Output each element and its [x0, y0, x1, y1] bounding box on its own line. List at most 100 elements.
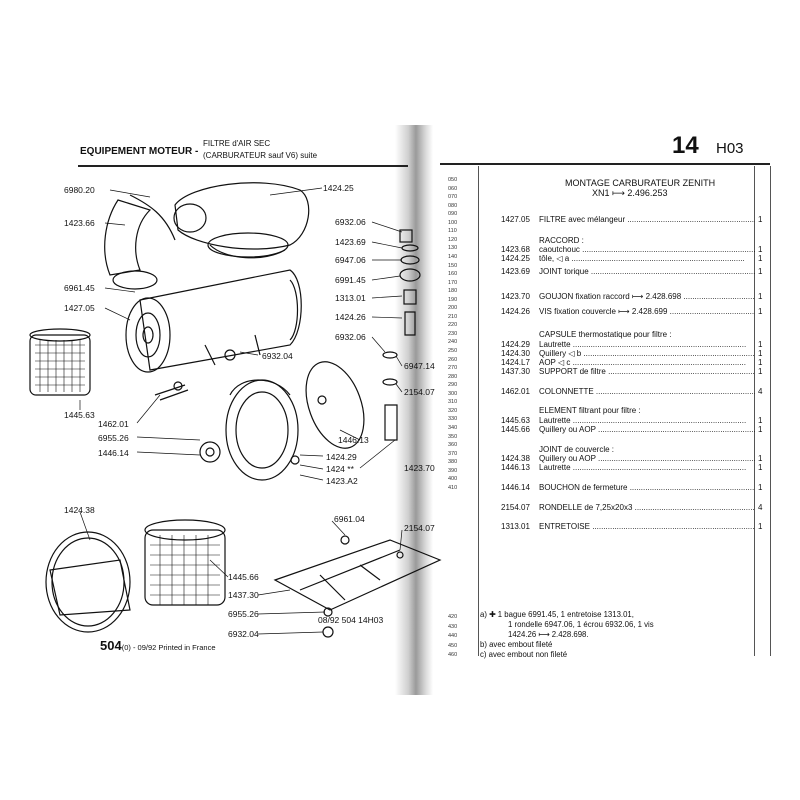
callout-6932.04-top: 6932.04	[262, 351, 293, 361]
callout-1437.30: 1437.30	[228, 590, 259, 600]
part-reference: 1424.29	[501, 340, 530, 349]
part-quantity: 1	[758, 215, 763, 224]
drawing-reference: 08/92 504 14H03	[318, 615, 384, 625]
header-rule-left	[78, 165, 408, 167]
part-description: Quillery ou AOP	[539, 454, 755, 463]
line-number: 380	[448, 459, 458, 466]
column-rule-1	[478, 166, 479, 656]
callout-1424.38: 1424.38	[64, 505, 95, 515]
part-description: Quillery ◁ b	[539, 349, 755, 358]
line-number: 140	[448, 253, 458, 260]
callout-6980.20: 6980.20	[64, 185, 95, 195]
part-description: ELEMENT filtrant pour filtre :	[539, 406, 641, 415]
part-quantity: 1	[758, 267, 763, 276]
footer-left: 504(0) - 09/92 Printed in France	[100, 638, 216, 653]
column-rule-3	[770, 166, 771, 656]
part-reference: 1423.70	[501, 292, 530, 301]
line-number: 320	[448, 407, 458, 414]
line-number: 390	[448, 467, 458, 474]
note-c: c) avec embout non fileté	[480, 650, 568, 659]
joint-torique-drawing	[305, 361, 365, 449]
part-reference: 1423.68	[501, 245, 530, 254]
table-row: 1423.70 GOUJON fixation raccord ⟼ 2.428.6…	[501, 292, 755, 301]
line-number: 190	[448, 296, 458, 303]
callout-6932.06-top: 6932.06	[335, 217, 366, 227]
callout-1424.26: 1424.26	[335, 312, 366, 322]
section-title: EQUIPEMENT MOTEUR -	[80, 146, 199, 157]
part-quantity: 1	[758, 245, 763, 254]
part-reference	[501, 330, 539, 339]
callout-1446.14: 1446.14	[98, 448, 129, 458]
part-description: Lautrette	[539, 340, 755, 349]
section-subtitle-2: (CARBURATEUR sauf V6) suite	[203, 151, 318, 160]
collier-drawing	[112, 270, 158, 290]
part-reference: 1313.01	[501, 522, 530, 531]
part-reference: 2154.07	[501, 503, 530, 512]
part-quantity: 1	[758, 307, 763, 316]
line-number: 180	[448, 288, 458, 295]
couvercle-drawing	[225, 379, 299, 481]
line-number: 200	[448, 305, 458, 312]
callout-6955.26-top: 6955.26	[98, 433, 129, 443]
footer-model-number: 504	[100, 638, 122, 653]
table-row: ELEMENT filtrant pour filtre :	[501, 406, 755, 415]
part-quantity: 1	[758, 358, 763, 367]
part-reference: 1427.05	[501, 215, 530, 224]
line-number: 230	[448, 330, 458, 337]
callout-6947.14: 6947.14	[404, 361, 435, 371]
line-number: 080	[448, 202, 458, 209]
part-reference: 1445.63	[501, 416, 530, 425]
callout-1446.13: 1446.13	[338, 435, 369, 445]
line-number: 280	[448, 373, 458, 380]
callout-1423.A2: 1423.A2	[326, 476, 358, 486]
part-description: Quillery ou AOP	[539, 425, 755, 434]
line-number: 130	[448, 245, 458, 252]
line-number: 290	[448, 382, 458, 389]
part-quantity: 1	[758, 483, 763, 492]
callout-1445.63: 1445.63	[64, 410, 95, 420]
note-b: b) avec embout fileté	[480, 640, 553, 649]
part-description: Lautrette	[539, 416, 755, 425]
part-reference: 1423.69	[501, 267, 530, 276]
note-a-line-3: 1424.26 ⟼ 2.428.698.	[508, 630, 589, 639]
part-reference: 1424.38	[501, 454, 530, 463]
line-number: 060	[448, 185, 458, 192]
part-description: CAPSULE thermostatique pour filtre :	[539, 330, 672, 339]
line-number: 050	[448, 177, 458, 183]
part-quantity: 1	[758, 463, 763, 472]
footer-code: (0)	[121, 643, 131, 652]
part-description: Lautrette	[539, 463, 755, 472]
part-description: RONDELLE de 7,25x20x3	[539, 503, 755, 512]
callout-1424.25: 1424.25	[323, 183, 354, 193]
colonnette-drawing	[154, 384, 189, 401]
part-description: GOUJON fixation raccord ⟼ 2.428.698	[539, 292, 755, 301]
table-row: 1424.29 Lautrette	[501, 340, 755, 349]
bouchon-drawing	[199, 441, 221, 463]
callout-1424-stars: 1424 **	[326, 464, 354, 474]
part-quantity: 1	[758, 349, 763, 358]
line-number: 340	[448, 424, 458, 431]
callout-1313.01: 1313.01	[335, 293, 366, 303]
book-gutter-shadow	[395, 125, 433, 695]
line-number: 400	[448, 476, 458, 483]
callout-1462.01: 1462.01	[98, 419, 129, 429]
note-a-line-1: a) ✚ 1 bague 6991.45, 1 entretoise 1313.…	[480, 610, 634, 619]
part-quantity: 1	[758, 340, 763, 349]
part-reference: 1445.66	[501, 425, 530, 434]
callout-6955.26-bottom: 6955.26	[228, 609, 259, 619]
header-rule-right	[440, 163, 770, 165]
note-a-line-2: 1 rondelle 6947.06, 1 écrou 6932.06, 1 v…	[508, 620, 654, 629]
page-code: H03	[716, 140, 744, 157]
